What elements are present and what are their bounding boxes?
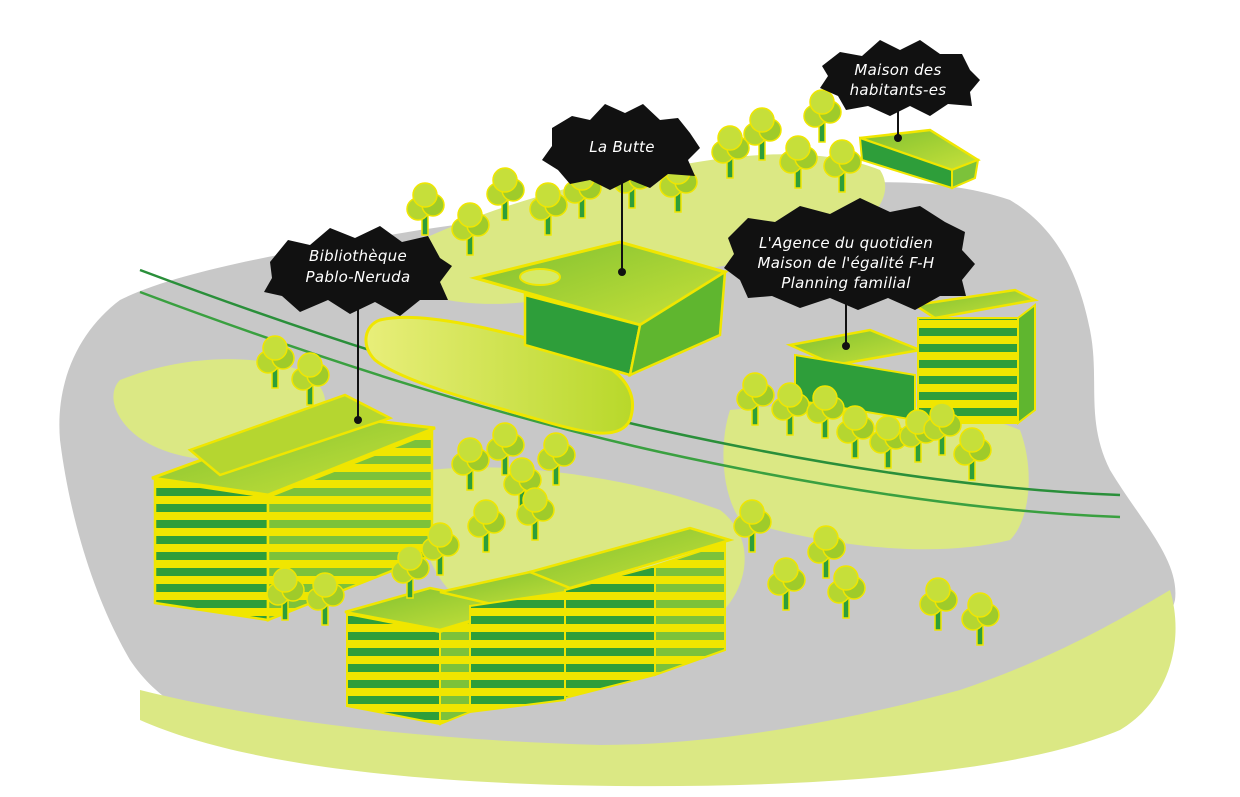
- building-la-butte: [469, 240, 729, 378]
- label-maison-habitants-line2: habitants-es: [850, 81, 947, 99]
- building-maison-habitants: [858, 128, 981, 190]
- building-south-block: [344, 526, 735, 726]
- label-agence: L'Agence du quotidien Maison de l'égalit…: [724, 198, 975, 350]
- berm-la-butte: [364, 315, 634, 435]
- label-bibliotheque: Bibliothèque Pablo-Neruda: [264, 226, 452, 424]
- label-la-butte-line1: La Butte: [589, 138, 655, 156]
- label-la-butte: La Butte: [542, 104, 700, 276]
- label-maison-habitants-line1: Maison des: [854, 61, 941, 79]
- label-bibliotheque-line2: Pablo-Neruda: [306, 268, 411, 286]
- tram-line-south: [139, 290, 1121, 519]
- label-bibliotheque-line1: Bibliothèque: [309, 247, 407, 265]
- ground-area: [59, 182, 1176, 770]
- park-east: [723, 404, 1029, 550]
- label-agence-line1: L'Agence du quotidien: [759, 234, 933, 252]
- label-maison-habitants: Maison des habitants-es: [820, 40, 980, 142]
- building-agence: [785, 288, 1039, 426]
- tram-line-north: [139, 268, 1121, 497]
- building-bibliotheque: [151, 393, 436, 622]
- label-agence-line3: Planning familial: [781, 274, 911, 292]
- label-agence-line2: Maison de l'égalité F-H: [758, 254, 935, 272]
- park-south: [140, 590, 1176, 787]
